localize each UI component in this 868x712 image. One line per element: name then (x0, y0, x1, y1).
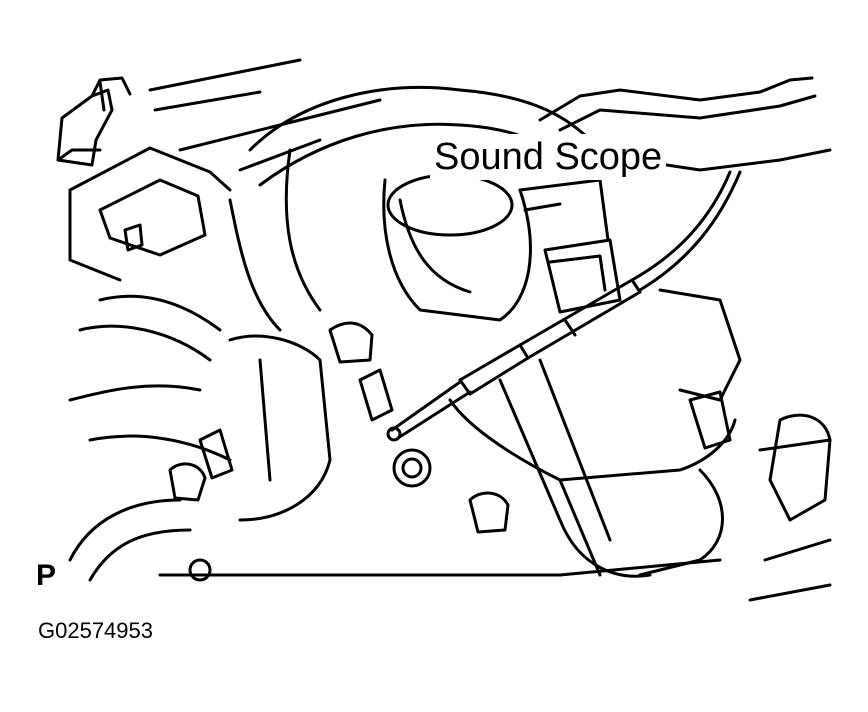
pump-body (448, 358, 737, 578)
upper-left-bracket (56, 76, 232, 282)
lower-right-bracket (748, 413, 832, 602)
sound-scope-callout-label: Sound Scope (430, 134, 667, 180)
left-hose-cluster (68, 294, 332, 582)
view-marker-label: P (36, 559, 57, 592)
connector-plugs (518, 178, 742, 450)
bottom-edge-lines (158, 558, 722, 582)
sound-scope-probe (386, 170, 742, 442)
reservoir-body (382, 173, 532, 322)
figure-code-label: G02574953 (38, 618, 153, 643)
fittings (168, 321, 510, 534)
